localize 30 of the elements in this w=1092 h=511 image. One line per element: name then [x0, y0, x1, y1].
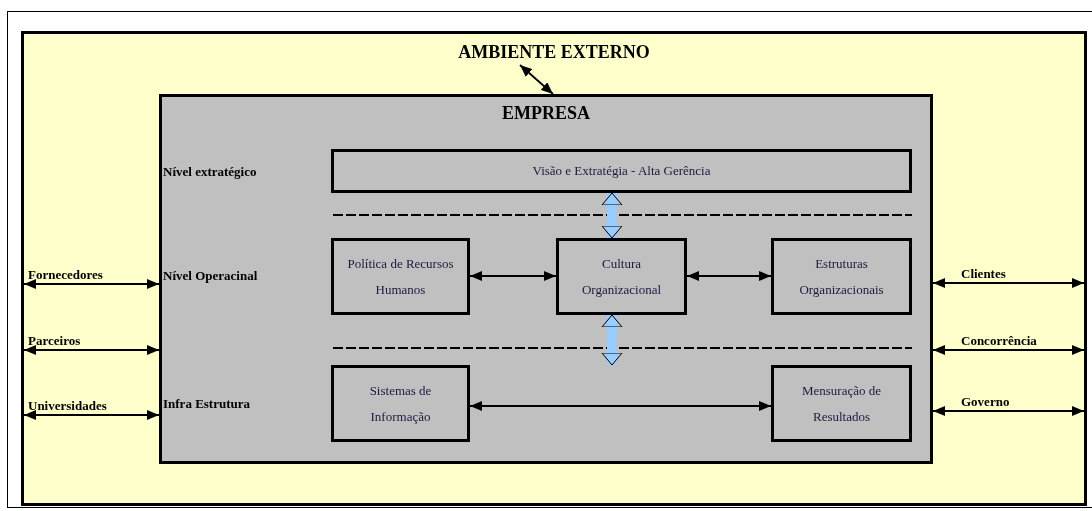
block-arrow [601, 314, 623, 366]
double-arrow [23, 279, 160, 289]
process-box: Estruturas Organizacionais [771, 238, 912, 315]
level-label: Infra Estrutura [163, 396, 251, 412]
double-arrow [932, 278, 1085, 288]
double-arrow [686, 271, 772, 281]
process-box: Cultura Organizacional [556, 238, 687, 315]
process-box: Visão e Extratégia - Alta Gerência [331, 149, 912, 193]
edge-label: Concorrência [961, 333, 1037, 349]
double-arrow [23, 410, 160, 420]
level-label: Nível extratégico [163, 164, 257, 180]
double-arrow [932, 345, 1085, 355]
process-box: Sistemas de Informação [331, 365, 470, 442]
edge-label: Clientes [961, 266, 1006, 282]
inner-panel [159, 94, 933, 464]
level-label: Nível Operacinal [163, 268, 258, 284]
process-box: Política de Recursos Humanos [331, 238, 470, 315]
double-arrow [932, 406, 1085, 416]
edge-label: Universidades [28, 398, 107, 414]
block-arrow [601, 192, 623, 239]
double-arrow [23, 345, 160, 355]
panel-title: AMBIENTE EXTERNO [458, 42, 650, 63]
double-arrow [469, 271, 557, 281]
edge-label: Parceiros [28, 333, 81, 349]
double-arrow [469, 401, 772, 411]
edge-label: Governo [961, 394, 1010, 410]
double-arrow [519, 64, 554, 95]
edge-label: Fornecedores [28, 267, 103, 283]
process-box: Mensuração de Resultados [771, 365, 912, 442]
panel-title: EMPRESA [502, 103, 590, 124]
